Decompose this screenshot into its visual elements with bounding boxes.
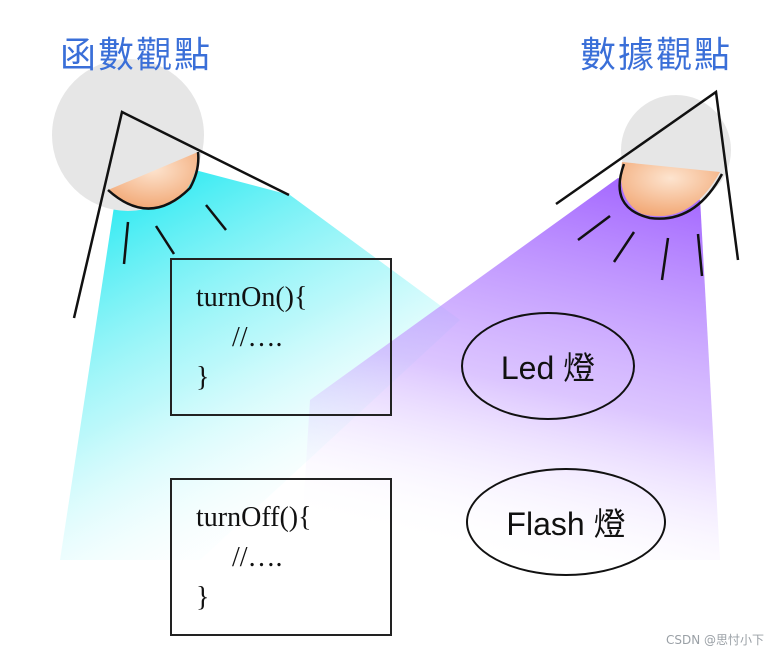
code-line: //…. xyxy=(232,322,283,353)
data-view-title: 數據觀點 xyxy=(580,35,733,76)
right-lamp-icon xyxy=(555,89,740,281)
left-light-beam xyxy=(60,170,460,560)
csdn-watermark: CSDN @思忖小下 xyxy=(665,633,764,647)
code-line: } xyxy=(196,362,210,393)
led-light-label: Led 燈 xyxy=(500,350,596,386)
flash-light-ellipse: Flash 燈 xyxy=(466,468,666,576)
code-line: //…. xyxy=(232,542,283,573)
flash-light-label: Flash 燈 xyxy=(506,506,626,542)
code-line: turnOff(){ xyxy=(196,502,312,533)
turn-off-code-box: turnOff(){ //…. } xyxy=(170,478,392,636)
code-line: } xyxy=(196,582,210,613)
left-lamp-icon xyxy=(52,59,290,319)
turn-on-code-box: turnOn(){ //…. } xyxy=(170,258,392,416)
function-view-title: 函數觀點 xyxy=(60,35,213,76)
code-line: turnOn(){ xyxy=(196,282,308,313)
led-light-ellipse: Led 燈 xyxy=(461,312,635,420)
